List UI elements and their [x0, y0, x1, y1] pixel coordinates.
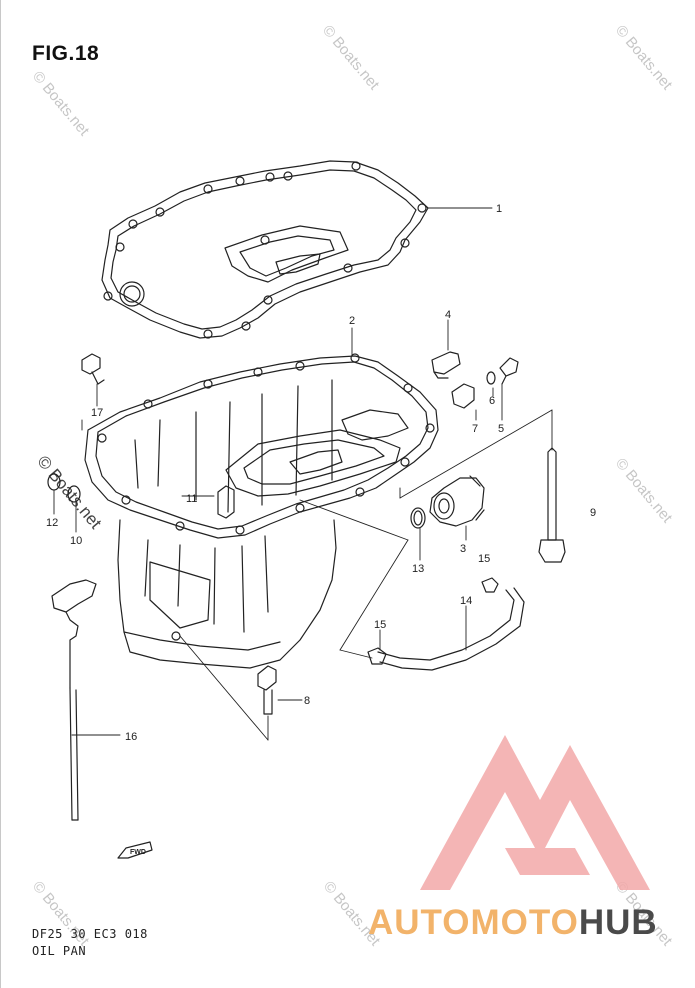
clip-15-upper	[481, 577, 499, 593]
pin-7	[451, 383, 475, 409]
callout-4: 4	[445, 309, 451, 321]
plug-5	[499, 357, 519, 385]
callout-3: 3	[460, 543, 466, 555]
oil-pan	[84, 353, 439, 669]
callout-15-upper: 15	[478, 553, 490, 565]
figure-title: FIG.18	[32, 42, 100, 65]
fwd-badge	[117, 841, 153, 859]
dipstick-16	[51, 579, 97, 821]
callout-10: 10	[70, 535, 82, 547]
bolt-17	[81, 353, 105, 385]
gasket-upper	[101, 160, 429, 339]
callout-6: 6	[489, 395, 495, 407]
brand-logo-part-b: HUB	[578, 903, 658, 942]
callout-17: 17	[91, 407, 103, 419]
brand-logo-text: AUTOMOTOHUB	[368, 903, 658, 943]
dowel-11	[217, 485, 235, 519]
plug-4	[431, 351, 461, 379]
callout-9: 9	[590, 507, 596, 519]
ring-12	[47, 473, 61, 491]
ring-6	[486, 371, 496, 385]
logo-mark	[420, 735, 650, 890]
figure-code: DF25 30 EC3 018	[32, 927, 148, 941]
left-border	[0, 0, 1, 988]
callout-8: 8	[304, 695, 310, 707]
thermostat-cover	[429, 475, 485, 527]
callout-11: 11	[186, 493, 197, 505]
callout-12: 12	[46, 517, 58, 529]
fwd-label: FWD	[130, 849, 146, 856]
callout-2: 2	[349, 315, 355, 327]
callout-1: 1	[496, 203, 502, 215]
figure-name: OIL PAN	[32, 944, 87, 958]
callout-14: 14	[460, 595, 472, 607]
callout-13: 13	[412, 563, 424, 575]
drain-plug-8	[257, 665, 277, 715]
leader-lines	[53, 207, 553, 741]
ring-10	[67, 485, 81, 503]
callout-7: 7	[472, 423, 478, 435]
callout-5: 5	[498, 423, 504, 435]
bolt-9	[538, 447, 566, 563]
brand-logo-part-a: AUTOMOTO	[368, 903, 579, 942]
hose-14	[377, 587, 525, 671]
callout-16: 16	[125, 731, 137, 743]
oring-13	[410, 507, 426, 529]
callout-15-lower: 15	[374, 619, 386, 631]
clip-15-lower	[367, 647, 387, 665]
